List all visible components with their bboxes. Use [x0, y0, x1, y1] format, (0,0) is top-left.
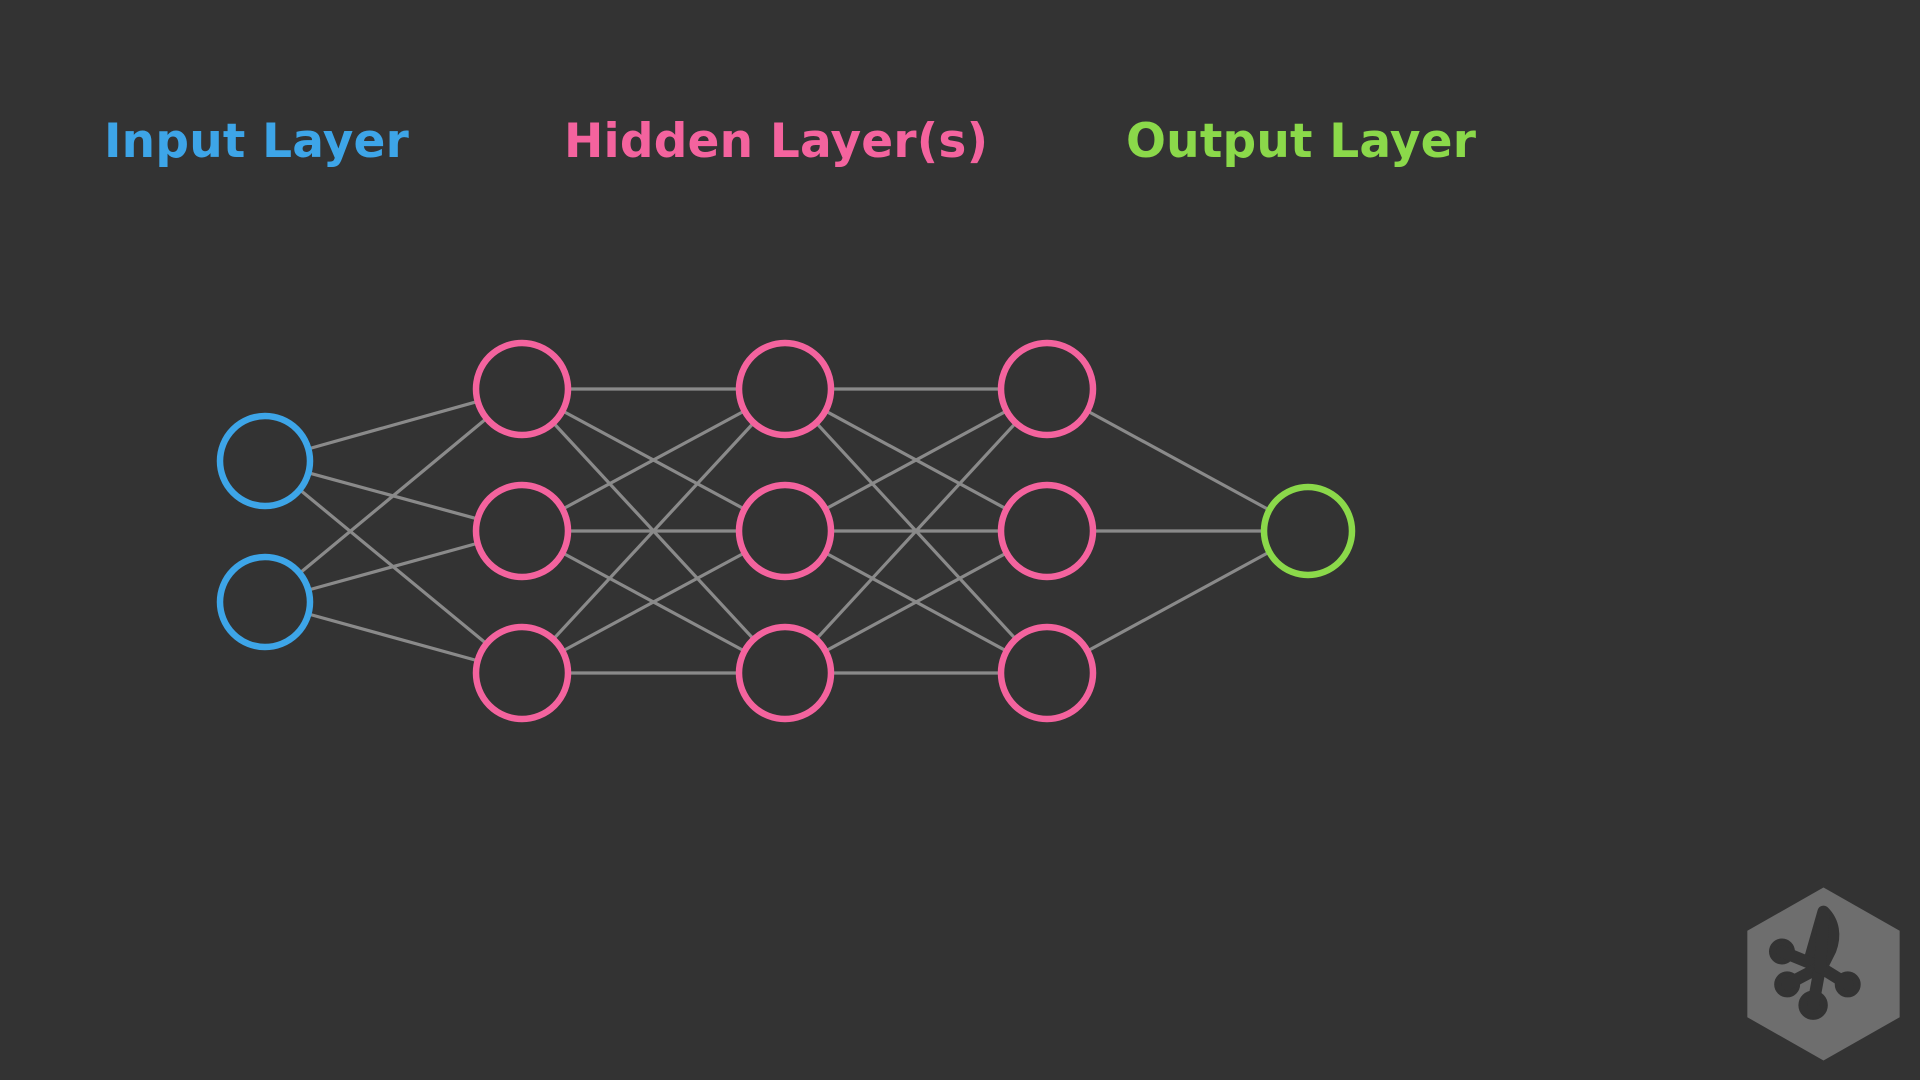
neuron-node-hidden-1-2[interactable] — [472, 481, 572, 581]
neuron-node-hidden-1-3[interactable] — [472, 623, 572, 723]
output-layer-title: Output Layer — [1126, 114, 1477, 169]
neuron-node-input-2[interactable] — [216, 553, 314, 651]
connection-edge — [1086, 409, 1271, 512]
neuron-nodes — [216, 339, 1356, 723]
connection-edge — [561, 409, 746, 511]
connection-edge — [824, 409, 1008, 511]
connection-edge — [1086, 550, 1271, 653]
connection-edge — [298, 417, 488, 575]
hidden-layer-title: Hidden Layer(s) — [564, 114, 989, 169]
neuron-node-input-1[interactable] — [216, 412, 314, 510]
connection-edge — [815, 421, 1017, 641]
neuron-node-hidden-1-1[interactable] — [472, 339, 572, 439]
neuron-node-hidden-2-2[interactable] — [735, 481, 835, 581]
connection-edge — [552, 421, 755, 641]
neuron-node-hidden-2-3[interactable] — [735, 623, 835, 723]
connection-edge — [307, 541, 479, 592]
connection-edge — [824, 551, 1008, 653]
neuron-node-output-1[interactable] — [1260, 483, 1356, 579]
hexagon-neuron-logo-icon — [1747, 887, 1900, 1061]
connection-edge — [307, 612, 479, 663]
input-layer-title: Input Layer — [104, 114, 409, 169]
connection-edge — [307, 399, 479, 451]
neuron-node-hidden-3-3[interactable] — [997, 623, 1097, 723]
connection-edges — [298, 387, 1271, 675]
connection-edge — [561, 551, 746, 653]
neuron-node-hidden-2-1[interactable] — [735, 339, 835, 439]
neuron-node-hidden-3-1[interactable] — [997, 339, 1097, 439]
neuron-node-hidden-3-2[interactable] — [997, 481, 1097, 581]
